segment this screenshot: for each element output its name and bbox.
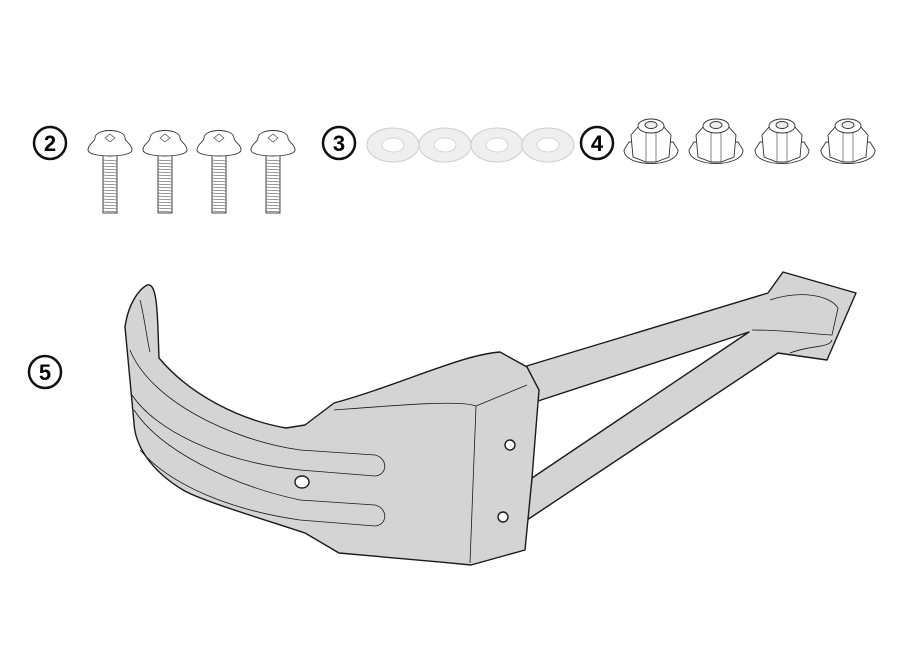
flange-nut — [820, 118, 876, 164]
bracket-arm-inner — [139, 299, 151, 353]
bracket-face-edge — [333, 384, 528, 564]
label-5: 5 — [27, 354, 63, 390]
label-3: 3 — [321, 125, 357, 161]
bolt — [87, 130, 133, 214]
bracket-hole — [294, 475, 310, 489]
bolt — [250, 130, 296, 214]
label-3-text: 3 — [333, 131, 345, 156]
bracket-groove-upper — [129, 349, 386, 477]
label-2-text: 2 — [44, 131, 56, 156]
bracket-hole — [497, 511, 509, 523]
bolts-group — [87, 130, 296, 214]
bracket-pad-ridge — [751, 294, 839, 354]
bracket-groove-lower — [133, 409, 386, 527]
bracket — [124, 271, 857, 566]
label-2: 2 — [32, 125, 68, 161]
flange-nut — [623, 118, 679, 164]
label-4-text: 4 — [591, 131, 604, 156]
bracket-hole — [504, 439, 516, 451]
bolt — [196, 130, 242, 214]
bracket-body — [124, 284, 540, 566]
washer — [470, 127, 524, 163]
washer — [521, 127, 575, 163]
flange-nut — [754, 118, 810, 164]
washers-group — [366, 127, 575, 163]
bracket-struts — [519, 271, 857, 521]
bolt — [142, 130, 188, 214]
label-4: 4 — [579, 125, 615, 161]
washer — [366, 127, 420, 163]
flange-nut — [688, 118, 744, 164]
nuts-group — [623, 118, 876, 164]
label-5-text: 5 — [39, 360, 51, 385]
washer — [418, 127, 472, 163]
